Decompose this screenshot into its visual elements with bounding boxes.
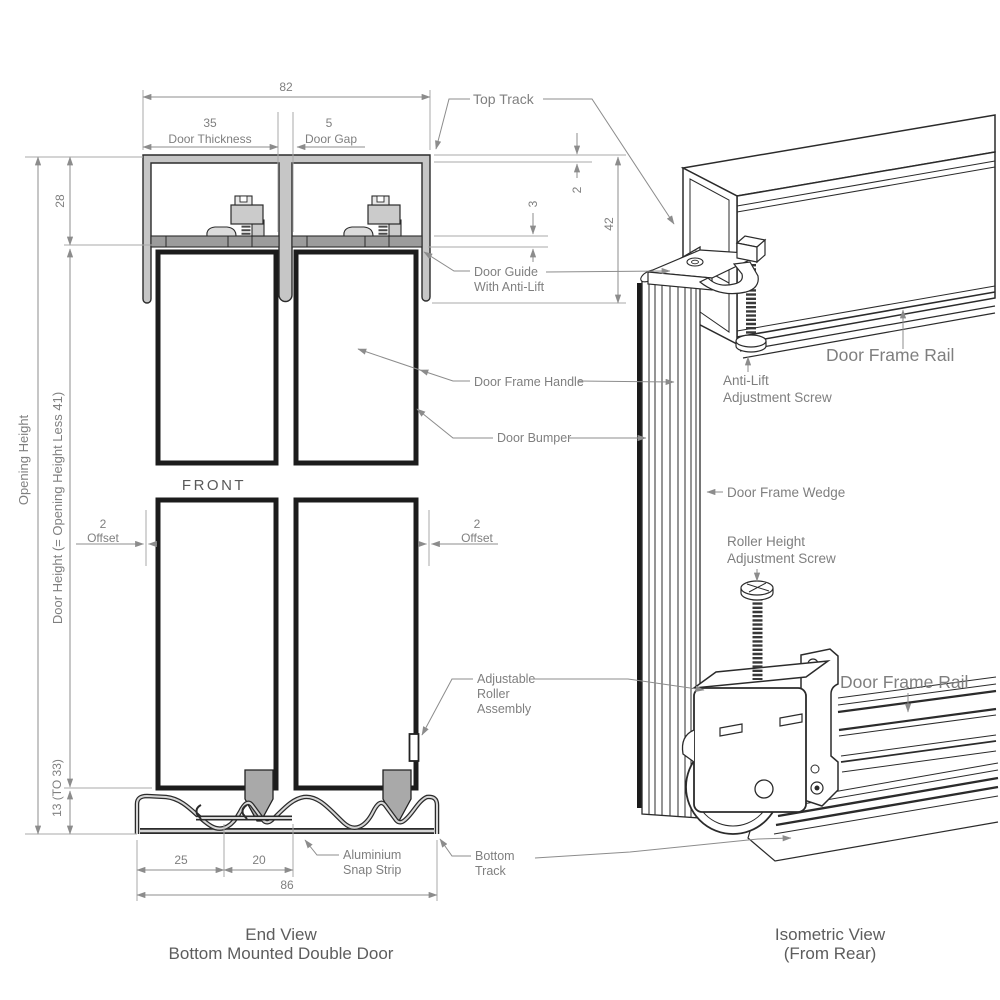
iso-door-guide-anti-lift xyxy=(647,235,767,353)
roller-adjust-slot xyxy=(408,733,420,762)
extension-lines xyxy=(25,90,626,901)
end-view-title-1: End View xyxy=(245,925,317,944)
front-label: FRONT xyxy=(182,477,246,494)
offset-left-word: Offset xyxy=(87,531,119,545)
roller-height-label-1: Roller Height xyxy=(727,534,805,549)
door-frame-rail-bottom-label: Door Frame Rail xyxy=(840,672,968,692)
anti-lift-screw-head xyxy=(735,334,767,353)
aluminium-snap-strip-label-2: Snap Strip xyxy=(343,863,401,877)
top-track-label: Top Track xyxy=(473,91,535,107)
door-gap-label: Door Gap xyxy=(305,132,357,146)
view-titles: End View Bottom Mounted Double Door Isom… xyxy=(169,925,886,963)
adjustable-roller-label-3: Assembly xyxy=(477,702,532,716)
adjustable-roller-label-1: Adjustable xyxy=(477,672,535,686)
dim-42: 42 xyxy=(602,217,616,231)
offset-left-num: 2 xyxy=(100,517,107,531)
door-guide-assembly-right xyxy=(343,195,402,237)
aluminium-snap-strip xyxy=(195,804,292,821)
door-thickness-label: Door Thickness xyxy=(168,132,251,146)
roller-right xyxy=(382,769,412,822)
door-panel-lower-right xyxy=(293,497,419,791)
door-bumper-label: Door Bumper xyxy=(497,431,571,445)
end-view-title-2: Bottom Mounted Double Door xyxy=(169,944,394,963)
dim-20: 20 xyxy=(252,853,266,867)
iso-bottom-rail xyxy=(837,676,997,773)
dim-5: 5 xyxy=(326,116,333,130)
bottom-track-label-2: Track xyxy=(475,864,507,878)
anti-lift-label-1: Anti-Lift xyxy=(723,373,769,388)
iso-top-rail xyxy=(680,114,996,359)
bottom-track-profile xyxy=(134,793,440,834)
door-frame-rail-top-label: Door Frame Rail xyxy=(826,345,954,365)
dim-2-top: 2 xyxy=(570,186,584,193)
dim-25: 25 xyxy=(174,853,188,867)
offset-right-word: Offset xyxy=(461,531,493,545)
dim-82: 82 xyxy=(279,80,293,94)
iso-labels: Door Frame Rail Anti-Lift Adjustment Scr… xyxy=(706,309,968,713)
door-panel-upper-left xyxy=(155,249,279,466)
iso-roller-assembly xyxy=(681,580,839,835)
door-guide-label-1: Door Guide xyxy=(474,265,538,279)
dim-3: 3 xyxy=(526,200,540,207)
opening-height-label: Opening Height xyxy=(16,414,31,505)
door-guide-assembly-left xyxy=(206,195,265,237)
offset-right-num: 2 xyxy=(474,517,481,531)
callout-labels: Top Track Door Guide With Anti-Lift Door… xyxy=(304,91,792,878)
bottom-track-label-1: Bottom xyxy=(475,849,515,863)
dimensions: 82 35 Door Thickness 5 Door Gap 28 Openi… xyxy=(16,80,622,899)
door-panel-lower-left xyxy=(155,497,279,791)
end-view: FRONT 82 xyxy=(16,80,626,901)
adjustable-roller-label-2: Roller xyxy=(477,687,510,701)
dim-28: 28 xyxy=(53,194,67,208)
anti-lift-label-2: Adjustment Screw xyxy=(723,390,832,405)
dim-86: 86 xyxy=(280,878,294,892)
dim-13: 13 (TO 33) xyxy=(50,759,64,817)
roller-height-label-2: Adjustment Screw xyxy=(727,551,836,566)
door-height-label: Door Height (= Opening Height Less 41) xyxy=(50,392,65,624)
iso-view-title-2: (From Rear) xyxy=(784,944,877,963)
door-guide-label-2: With Anti-Lift xyxy=(474,280,545,294)
iso-view-title-1: Isometric View xyxy=(775,925,886,944)
door-panel-upper-right xyxy=(293,249,419,466)
top-track xyxy=(142,154,431,304)
door-frame-wedge-label: Door Frame Wedge xyxy=(727,485,845,500)
isometric-view xyxy=(637,114,999,862)
dim-35: 35 xyxy=(203,116,217,130)
door-frame-handle-label: Door Frame Handle xyxy=(474,375,584,389)
aluminium-snap-strip-label-1: Aluminium xyxy=(343,848,401,862)
